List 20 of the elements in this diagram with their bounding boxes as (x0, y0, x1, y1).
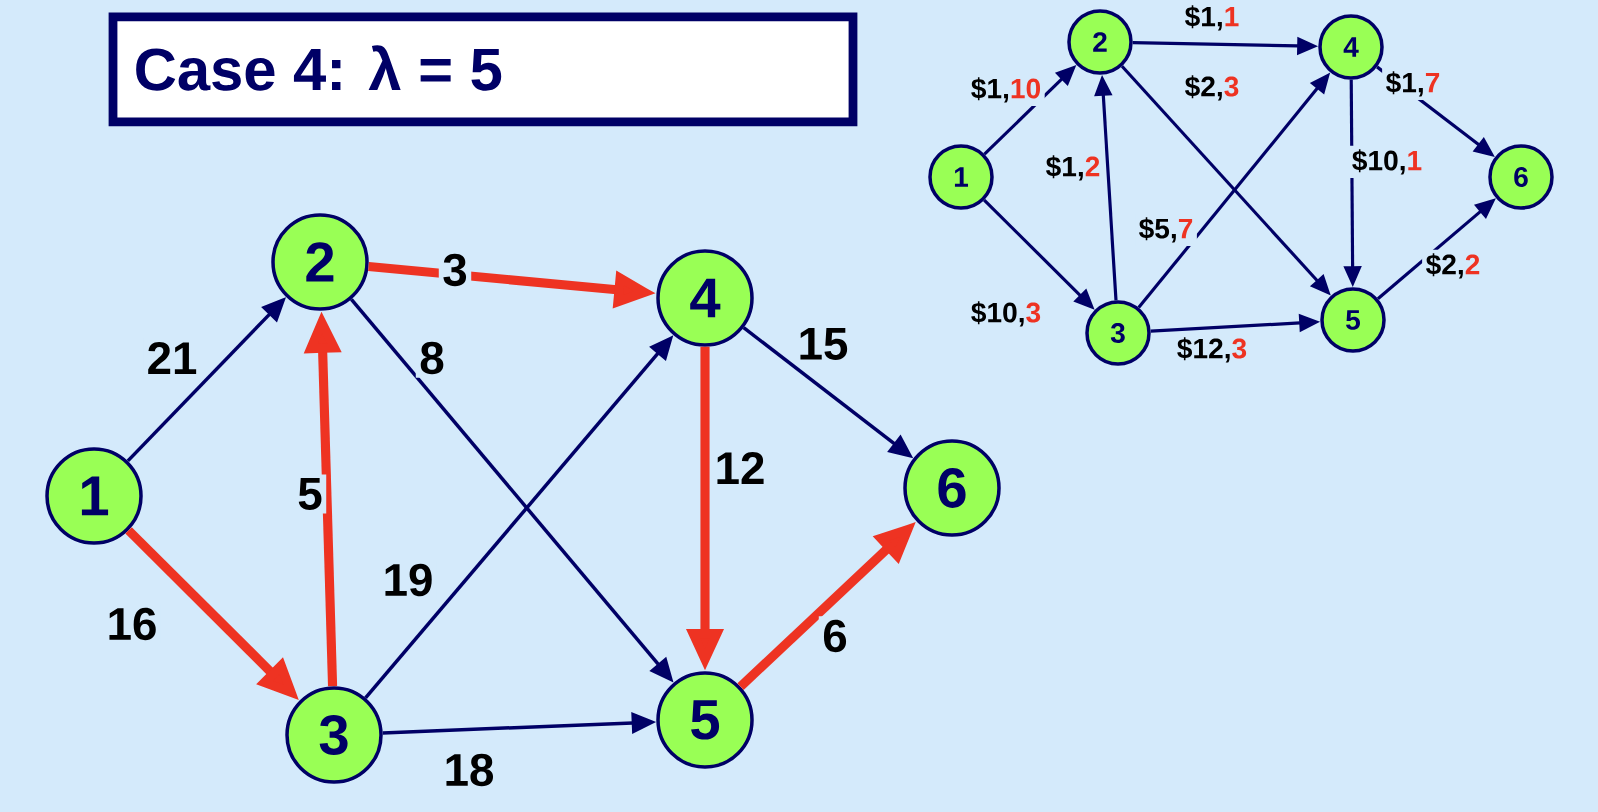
title-box: Case 4: λ = 5 (108, 12, 858, 127)
edge-label: 3 (438, 250, 472, 290)
edge-label: $1,1 (1181, 1, 1243, 35)
edge-label: 21 (143, 338, 201, 378)
edge-label: $1,7 (1382, 67, 1444, 101)
edge-label: 16 (103, 604, 161, 644)
edge-label: $10,3 (967, 297, 1045, 331)
edge-label: 18 (440, 750, 498, 790)
edge-label: $5,7 (1135, 213, 1197, 247)
edge-label: 6 (818, 616, 852, 656)
edge-label: $12,3 (1173, 333, 1251, 367)
edge-label: 8 (415, 338, 449, 378)
edge-label: 19 (379, 560, 437, 600)
edge-label: $1,10 (967, 73, 1045, 107)
edge-label: 15 (794, 324, 852, 364)
edge-label: $2,2 (1422, 249, 1484, 283)
edge-label: $10,1 (1348, 145, 1426, 179)
edge-label: $2,3 (1181, 71, 1243, 105)
edge-label: $1,2 (1042, 151, 1104, 185)
edge-label: 12 (711, 448, 769, 488)
